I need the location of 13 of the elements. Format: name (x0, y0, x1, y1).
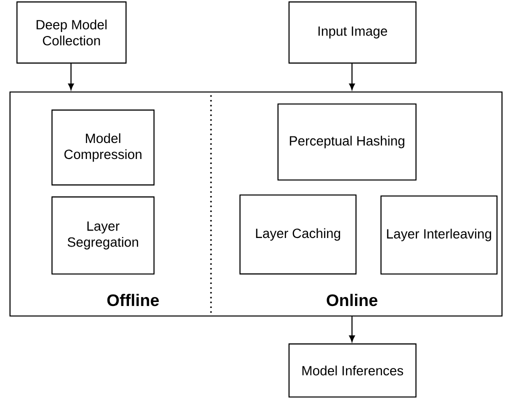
process-box: Deep Model Collection (16, 1, 127, 64)
section-heading: Online (326, 294, 378, 306)
process-box: Input Image (288, 1, 416, 64)
process-box: Layer Caching (239, 194, 357, 274)
process-box: Model Inferences (288, 343, 416, 398)
section-heading: Offline (107, 294, 159, 306)
arrow (349, 316, 355, 342)
process-box: Perceptual Hashing (277, 103, 417, 181)
process-box: Model Compression (51, 110, 155, 186)
arrow (349, 64, 355, 90)
process-box: Layer Interleaving (380, 195, 498, 275)
arrow (68, 64, 74, 90)
process-box: Layer Segregation (51, 196, 155, 275)
